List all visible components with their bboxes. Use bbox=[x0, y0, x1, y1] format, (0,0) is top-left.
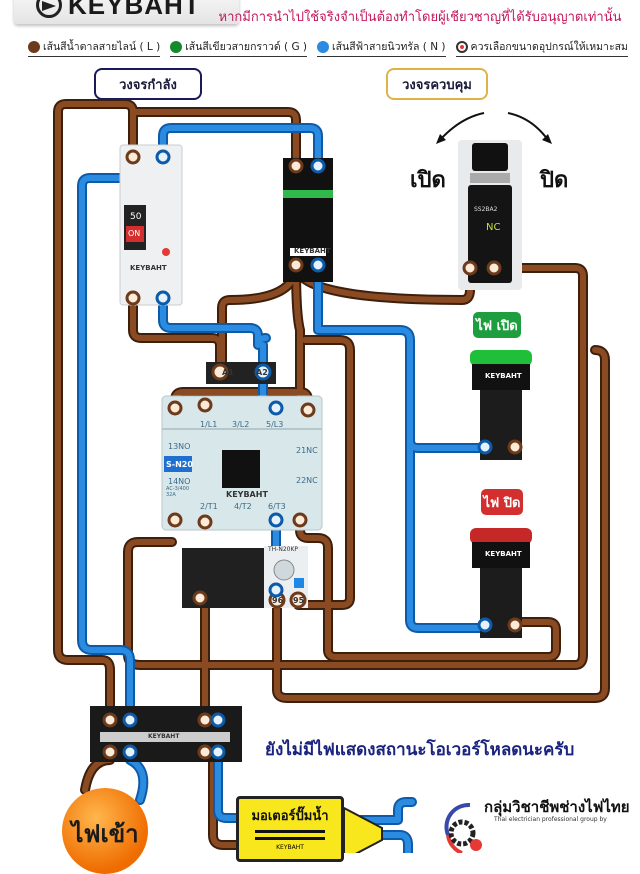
power-input: ไฟเข้า bbox=[62, 788, 148, 874]
aux-21nc: 21NC bbox=[296, 446, 318, 455]
aux-13no: 13NO bbox=[168, 442, 191, 451]
group-subtitle: Thai electrician professional group by bbox=[494, 816, 607, 823]
legend-label: เส้นสีเขียวสายกราวด์ ( G ) bbox=[185, 41, 308, 53]
terminal-block-brand: KEYBAHT bbox=[148, 733, 180, 740]
legend-item-ground: เส้นสีเขียวสายกราวด์ ( G ) bbox=[170, 38, 308, 57]
red-target-icon bbox=[455, 40, 468, 53]
motor-brand: KEYBAHT bbox=[276, 844, 304, 851]
contactor-model: S-N20 bbox=[166, 460, 193, 469]
lamp-on-label: ไฟ เปิด bbox=[473, 312, 521, 338]
wiring-diagram bbox=[53, 99, 610, 853]
terminal-t2: 4/T2 bbox=[234, 502, 252, 511]
small-breaker-brand: KEYBAHT bbox=[294, 247, 331, 255]
breaker-brand: KEYBAHT bbox=[130, 264, 167, 272]
coil-terminal-a1: A1 bbox=[222, 368, 234, 377]
brand-logo: KEYBAHT bbox=[14, 0, 239, 24]
overload-relay bbox=[182, 546, 308, 608]
legend-label: ควรเลือกขนาดอุปกรณ์ให้เหมาะสม bbox=[470, 41, 628, 53]
breaker-state: ON bbox=[128, 229, 141, 238]
wire-legend: เส้นสีน้ำตาลสายไลน์ ( L ) เส้นสีเขียวสาย… bbox=[28, 38, 640, 57]
terminal-t3: 6/T3 bbox=[268, 502, 286, 511]
legend-item-neutral: เส้นสีฟ้าสายนิวทรัล ( N ) bbox=[317, 38, 446, 57]
terminal-t1: 2/T1 bbox=[200, 502, 218, 511]
terminal-l3: 5/L3 bbox=[266, 420, 284, 429]
control-circuit-label: วงจรควบคุม bbox=[386, 68, 488, 100]
group-logo: กลุ่มวิชาชีพช่างไฟไทย Thai electrician p… bbox=[440, 795, 640, 855]
overload-terminal-96: 96 bbox=[272, 596, 284, 605]
legend-label: เส้นสีฟ้าสายนิวทรัล ( N ) bbox=[332, 41, 446, 53]
aux-22nc: 22NC bbox=[296, 476, 318, 485]
legend-item-line: เส้นสีน้ำตาลสายไลน์ ( L ) bbox=[28, 38, 161, 57]
green-dot-icon bbox=[170, 40, 183, 53]
terminal-l2: 3/L2 bbox=[232, 420, 250, 429]
switch-on-label: เปิด bbox=[410, 168, 446, 193]
water-pump-motor: มอเตอร์ปั๊มน้ำ KEYBAHT bbox=[236, 796, 344, 862]
switch-contact-type: NC bbox=[486, 222, 501, 233]
brand-name: KEYBAHT bbox=[68, 0, 201, 20]
brown-dot-icon bbox=[28, 40, 40, 53]
power-circuit-label: วงจรกำลัง bbox=[94, 68, 202, 100]
switch-off-label: ปิด bbox=[540, 168, 569, 193]
safety-warning: หากมีการนำไปใช้จริงจำเป็นต้องทำโดยผู้เชี… bbox=[218, 10, 622, 25]
breaker-rating: 50 bbox=[130, 212, 142, 222]
contactor-brand: KEYBAHT bbox=[226, 490, 268, 499]
motor-divider bbox=[255, 837, 325, 840]
coil-terminal-a2: A2 bbox=[256, 368, 268, 377]
power-input-label: ไฟเข้า bbox=[71, 820, 139, 848]
terminal-l1: 1/L1 bbox=[200, 420, 218, 429]
lamp-on-brand: KEYBAHT bbox=[485, 372, 522, 380]
legend-label: เส้นสีน้ำตาลสายไลน์ ( L ) bbox=[43, 41, 161, 53]
motor-divider bbox=[255, 830, 325, 833]
lamp-off-brand: KEYBAHT bbox=[485, 550, 522, 558]
brand-logo-icon bbox=[36, 0, 62, 18]
contactor-rating: AC-3/400 32A bbox=[166, 486, 190, 498]
group-title: กลุ่มวิชาชีพช่างไฟไทย bbox=[484, 798, 630, 816]
legend-item-note: ควรเลือกขนาดอุปกรณ์ให้เหมาะสม bbox=[455, 38, 628, 57]
overload-terminal-95: 95 bbox=[293, 596, 305, 605]
switch-model: SS2BA2 bbox=[474, 206, 498, 213]
selector-switch bbox=[458, 140, 522, 290]
overload-status-message: ยังไม่มีไฟแสดงสถานะโอเวอร์โหลดนะครับ bbox=[265, 740, 575, 760]
lamp-off-label: ไฟ ปิด bbox=[481, 489, 523, 515]
motor-label: มอเตอร์ปั๊มน้ำ bbox=[251, 809, 329, 824]
main-circuit-breaker bbox=[119, 144, 183, 306]
overload-model: TH-N20KP bbox=[268, 546, 299, 553]
gear-icon bbox=[444, 802, 482, 855]
aux-14no: 14NO bbox=[168, 477, 191, 486]
blue-dot-icon bbox=[317, 40, 330, 53]
